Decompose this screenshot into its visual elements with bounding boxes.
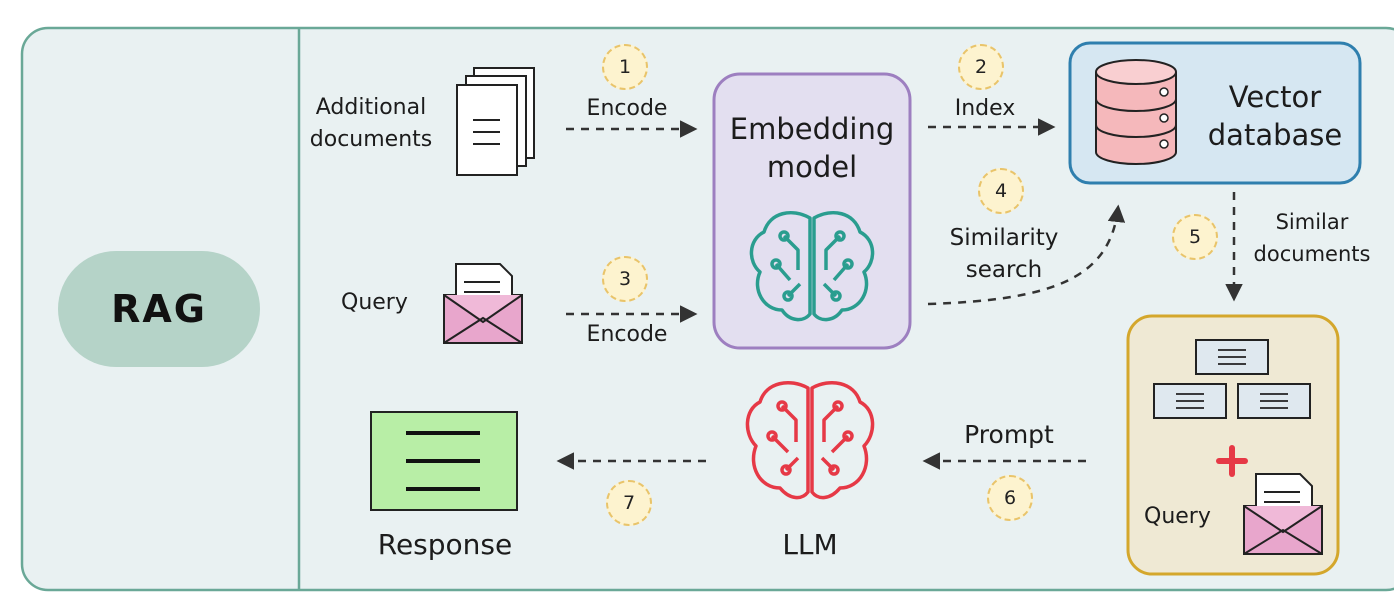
llm-label: LLM	[782, 528, 838, 561]
index-label: Index	[954, 96, 1016, 121]
plus-icon	[1216, 445, 1248, 477]
query-label: Query	[341, 290, 408, 315]
similar-documents-label: Similar documents	[1253, 210, 1371, 266]
database-icon	[1095, 59, 1177, 165]
context-envelope-icon	[1243, 473, 1323, 555]
rag-label-text: RAG	[111, 287, 207, 331]
llm-brain-icon	[745, 380, 875, 500]
similarity-search-label: Similarity search	[949, 225, 1059, 283]
step-badge-5: 5	[1172, 214, 1218, 260]
outer-panel	[20, 26, 1394, 592]
arrow-similarity-search	[927, 204, 1126, 306]
step-badge-6: 6	[987, 475, 1033, 521]
documents-icon	[456, 67, 535, 176]
brain-icon	[749, 211, 875, 322]
embedding-model-label: Embedding model	[729, 112, 895, 184]
prompt-label: Prompt	[964, 420, 1054, 449]
step-badge-2: 2	[958, 44, 1004, 90]
context-query-label: Query	[1144, 504, 1211, 529]
response-label: Response	[377, 528, 513, 561]
additional-documents-label: Additional documents	[309, 95, 433, 152]
rag-label: RAG	[58, 251, 260, 367]
encode-docs-label: Encode	[586, 96, 668, 121]
encode-query-label: Encode	[586, 322, 668, 347]
step-badge-4: 4	[978, 168, 1024, 214]
envelope-icon	[443, 263, 523, 344]
response-icon	[370, 411, 518, 511]
vector-database-label: Vector database	[1207, 80, 1343, 152]
step-badge-1: 1	[602, 44, 648, 90]
step-badge-3: 3	[602, 256, 648, 302]
embedding-model-box	[712, 72, 912, 350]
step-badge-7: 7	[606, 480, 652, 526]
